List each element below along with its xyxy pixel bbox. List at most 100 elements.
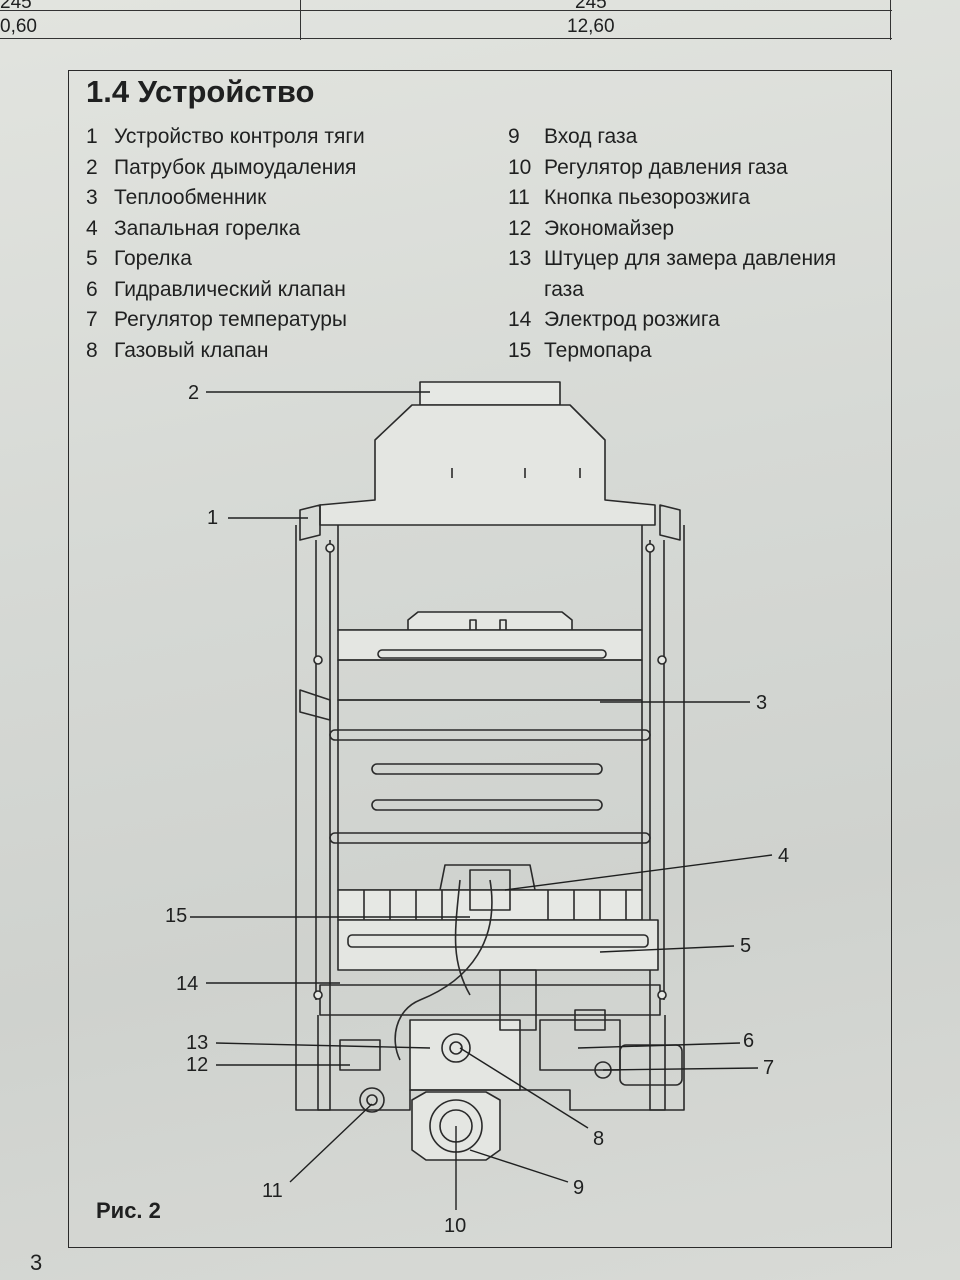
leader-line [602, 1067, 759, 1071]
table-rule [0, 38, 892, 39]
exchanger-tube [329, 832, 651, 844]
legend-item: 14 Электрод розжига [508, 305, 836, 336]
legend-item: 11 Кнопка пьезорозжига [508, 183, 836, 214]
legend-label: Патрубок дымоудаления [114, 155, 357, 179]
leader-line [469, 1149, 569, 1183]
legend-label: Кнопка пьезорозжига [544, 186, 751, 209]
callout-9: 9 [573, 1177, 584, 1199]
table-rule [0, 10, 892, 11]
callout-13: 13 [186, 1032, 208, 1054]
exchanger-fins [337, 659, 643, 701]
exchanger-tube [329, 729, 651, 741]
exchanger-tube [371, 763, 603, 775]
callout-14: 14 [176, 973, 198, 995]
leader-line [577, 1042, 741, 1049]
legend-item: 9 Вход газа [508, 122, 836, 153]
callout-11: 11 [262, 1180, 283, 1202]
legend-label: Гидравлический клапан [114, 277, 346, 301]
legend-item-continued: газа [544, 277, 584, 301]
legend-num: 7 [86, 308, 98, 331]
leader-line [504, 854, 773, 891]
gas-valve-knob-center [449, 1041, 463, 1055]
leader-line [459, 1047, 589, 1129]
legend-item: 7 Регулятор температуры [86, 305, 365, 336]
legend-num: 13 [508, 247, 532, 270]
legend-label: Электрод розжига [544, 308, 720, 331]
callout-1: 1 [207, 507, 218, 529]
base-plate [317, 1015, 666, 1111]
callout-8: 8 [593, 1128, 604, 1150]
draft-sensor [299, 689, 331, 721]
valve-cap [574, 1009, 606, 1031]
section-frame [68, 70, 892, 1248]
ignition-lead [394, 879, 493, 1061]
legend-num: 11 [508, 186, 530, 209]
legend-label: Термопара [544, 338, 652, 362]
legend-item: 4 Запальная горелка [86, 214, 365, 245]
legend-label: Регулятор давления газа [544, 155, 788, 179]
legend-item: 1 Устройство контроля тяги [86, 122, 365, 153]
callout-6: 6 [743, 1030, 754, 1052]
legend-right: 9 Вход газа 10 Регулятор давления газа 11 К… [508, 122, 836, 366]
casing-right-top [659, 504, 681, 541]
casing-right [649, 525, 685, 1111]
exchanger-body [337, 699, 643, 891]
gas-valve [409, 1019, 521, 1091]
legend-label: Горелка [114, 247, 192, 270]
callout-7: 7 [763, 1057, 774, 1079]
regulator-pipe [499, 969, 537, 1031]
leader-line [215, 1042, 431, 1049]
legend-label: Штуцер для замера давления [544, 247, 837, 270]
gas-valve-knob [441, 1033, 471, 1063]
callout-12: 12 [186, 1054, 208, 1076]
chamber-collector [407, 611, 573, 631]
table-cell: 245 [575, 0, 607, 13]
exchanger-tube [371, 799, 603, 811]
callout-5: 5 [740, 935, 751, 957]
frame-cross [319, 984, 661, 1016]
leader-line [289, 1103, 373, 1183]
legend-label: Запальная горелка [114, 216, 301, 240]
burner-manifold [337, 919, 659, 971]
hydraulic-valve [539, 1019, 621, 1071]
callout-3: 3 [756, 692, 767, 714]
leader-line [599, 945, 735, 953]
legend-num: 5 [86, 247, 98, 270]
exchanger-slot [377, 649, 607, 659]
legend-num: 14 [508, 308, 532, 331]
legend-item: 8 Газовый клапан [86, 336, 365, 367]
legend-num: 4 [86, 216, 98, 240]
figure-label: Рис. 2 [96, 1198, 161, 1223]
legend-num: 9 [508, 125, 520, 148]
legend-num: 8 [86, 338, 98, 362]
piezo-button [359, 1087, 385, 1113]
callout-10: 10 [444, 1215, 466, 1237]
piezo-button-center [366, 1094, 378, 1106]
table-cell: 0,60 [0, 16, 37, 37]
legend-item: 10 Регулятор давления газа [508, 153, 836, 184]
legend-num: 1 [86, 125, 98, 148]
legend-label: Устройство контроля тяги [114, 125, 365, 148]
callout-2: 2 [188, 382, 199, 404]
legend-label: Газовый клапан [114, 338, 269, 362]
exchanger-header [337, 629, 643, 661]
economizer [339, 1039, 381, 1071]
legend-label: Регулятор температуры [114, 308, 347, 331]
thermocouple-lead [454, 879, 471, 996]
casing-left-top [299, 504, 321, 541]
legend-num: 10 [508, 155, 532, 179]
table-cell: 245 [0, 0, 32, 13]
legend-item: 13 Штуцер для замера давления [508, 244, 836, 275]
flue-outlet [419, 381, 561, 406]
casing-left [295, 525, 331, 1111]
legend-label: Вход газа [544, 125, 638, 148]
table-cell: 12,60 [567, 16, 615, 37]
section-title: 1.4 Устройство [86, 74, 315, 109]
legend-label: Экономайзер [544, 216, 675, 240]
spec-table-fragment: 245 245 0,60 12,60 [0, 0, 900, 40]
